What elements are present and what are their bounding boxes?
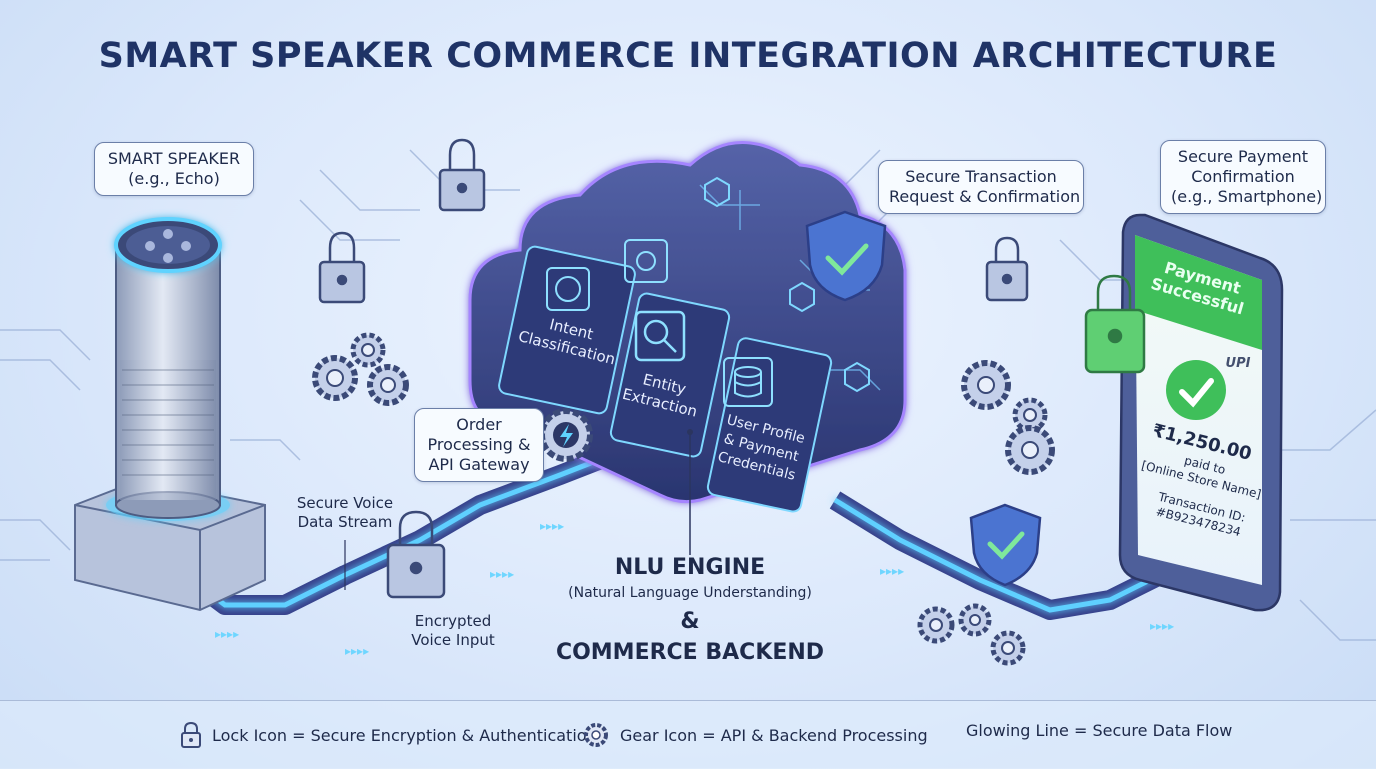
- cloud-hex-nodes: [704, 176, 870, 393]
- callout-secure-transaction: Secure Transaction Request & Confirmatio…: [878, 160, 1084, 214]
- smart-speaker: [74, 217, 266, 612]
- smartphone: [1118, 213, 1284, 612]
- gear-lightning-icon: [539, 408, 593, 462]
- lock-icon: [181, 721, 201, 748]
- legend-line-text: Glowing Line = Secure Data Flow: [966, 721, 1233, 740]
- gear-panel-icon: [624, 239, 668, 283]
- lock-icon-green: [1084, 274, 1146, 374]
- panel-entity: [609, 292, 731, 458]
- callout-payment-confirmation: Secure Payment Confirmation (e.g., Smart…: [1160, 140, 1326, 214]
- nlu-engine-title: NLU ENGINE: [614, 555, 766, 580]
- magnifier-icon: [634, 310, 686, 362]
- diagram-title: SMART SPEAKER COMMERCE INTEGRATION ARCHI…: [98, 36, 1278, 76]
- label-voice-stream: Secure Voice Data Stream: [296, 494, 394, 531]
- svg-text:▸▸▸▸: ▸▸▸▸: [540, 519, 564, 533]
- upi-logo: UPI: [1225, 356, 1251, 371]
- svg-text:▸▸▸▸: ▸▸▸▸: [345, 644, 369, 658]
- glowing-line-icon: [916, 728, 956, 733]
- nlu-subtitle: (Natural Language Understanding): [568, 585, 812, 601]
- commerce-backend-title: COMMERCE BACKEND: [555, 640, 825, 665]
- panel-profile: [706, 337, 833, 513]
- svg-text:▸▸▸▸: ▸▸▸▸: [490, 567, 514, 581]
- gear-icon: [584, 723, 608, 747]
- lock-icon-3: [985, 236, 1029, 302]
- legend-lock-text: Lock Icon = Secure Encryption & Authenti…: [212, 725, 597, 745]
- svg-text:▸▸▸▸: ▸▸▸▸: [880, 564, 904, 578]
- panel-intent: [498, 245, 636, 415]
- label-encrypted-input: Encrypted Voice Input: [411, 612, 495, 649]
- lock-icon-4: [386, 510, 446, 599]
- brain-icon: [546, 267, 590, 311]
- secure-data-flow-line: ▸▸▸▸ ▸▸▸▸ ▸▸▸▸ ▸▸▸▸ ▸▸▸▸ ▸▸▸▸: [199, 430, 1175, 658]
- legend-line: Glowing Line = Secure Data Flow: [916, 721, 1232, 740]
- architecture-artwork: ▸▸▸▸ ▸▸▸▸ ▸▸▸▸ ▸▸▸▸ ▸▸▸▸ ▸▸▸▸: [0, 138, 1376, 666]
- legend-gear-text: Gear Icon = API & Backend Processing: [620, 725, 928, 745]
- lock-icon-1: [438, 138, 486, 212]
- legend-bar: Lock Icon = Secure Encryption & Authenti…: [0, 700, 1376, 769]
- gear-icons: [312, 332, 1055, 666]
- nlu-ampersand: &: [680, 609, 700, 634]
- lock-icon-2: [318, 231, 366, 304]
- callout-order-processing: Order Processing & API Gateway: [414, 408, 544, 482]
- legend-gear: Gear Icon = API & Backend Processing: [582, 721, 928, 749]
- svg-text:▸▸▸▸: ▸▸▸▸: [215, 627, 239, 641]
- shield-icon-bottom: [969, 503, 1042, 587]
- database-icon: [723, 357, 773, 407]
- svg-text:▸▸▸▸: ▸▸▸▸: [1150, 619, 1174, 633]
- shield-icon-top: [805, 210, 887, 302]
- callout-smart-speaker: SMART SPEAKER (e.g., Echo): [94, 142, 254, 196]
- legend-lock: Lock Icon = Secure Encryption & Authenti…: [180, 721, 597, 749]
